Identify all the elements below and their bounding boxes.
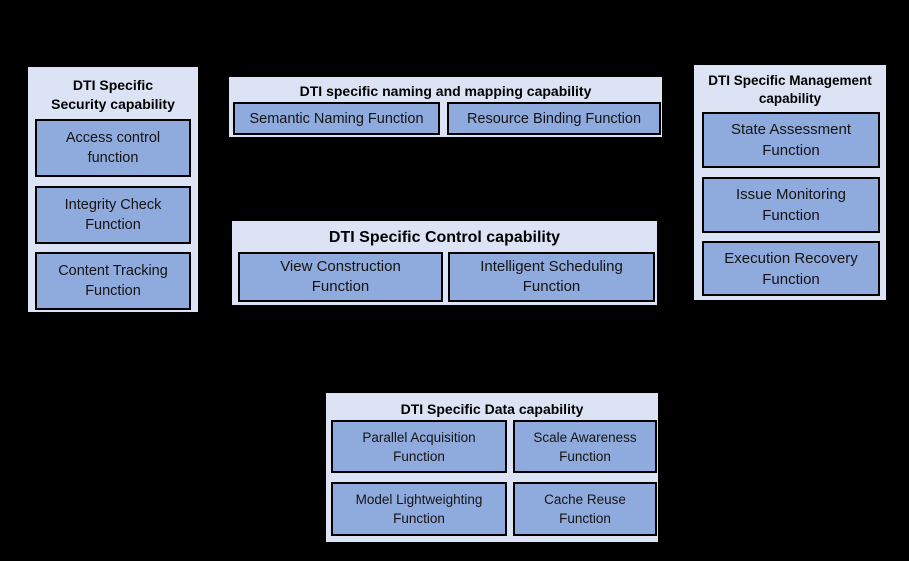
data-capability-title: DTI Specific Data capability: [400, 401, 584, 417]
access-control-function-box: Access control function: [35, 119, 191, 177]
issue-monitoring-function-box: Issue Monitoring Function: [702, 177, 880, 233]
naming-mapping-capability-panel: DTI specific naming and mapping capabili…: [227, 75, 664, 139]
control-capability-panel: DTI Specific Control capability View Con…: [230, 219, 659, 307]
execution-recovery-function-box: Execution Recovery Function: [702, 241, 880, 296]
model-lightweighting-function-box: Model Lightweighting Function: [331, 482, 507, 536]
resource-binding-function-box: Resource Binding Function: [447, 102, 661, 135]
scale-awareness-function-box: Scale Awareness Function: [513, 420, 657, 473]
data-capability-panel: DTI Specific Data capability Parallel Ac…: [324, 391, 660, 544]
security-capability-title: DTI Specific Security capability: [51, 77, 175, 112]
naming-mapping-capability-title: DTI specific naming and mapping capabili…: [299, 83, 592, 99]
control-capability-title: DTI Specific Control capability: [328, 229, 561, 246]
integrity-check-function-box: Integrity Check Function: [35, 186, 191, 244]
semantic-naming-function-box: Semantic Naming Function: [233, 102, 440, 135]
intelligent-scheduling-function-box: Intelligent Scheduling Function: [448, 252, 655, 302]
state-assessment-function-box: State Assessment Function: [702, 112, 880, 168]
management-capability-panel: DTI Specific Management capability State…: [692, 63, 888, 302]
security-capability-panel: DTI Specific Security capability Access …: [26, 65, 200, 314]
view-construction-function-box: View Construction Function: [238, 252, 443, 302]
content-tracking-function-box: Content Tracking Function: [35, 252, 191, 310]
cache-reuse-function-box: Cache Reuse Function: [513, 482, 657, 536]
parallel-acquisition-function-box: Parallel Acquisition Function: [331, 420, 507, 473]
management-capability-title: DTI Specific Management capability: [708, 73, 872, 106]
